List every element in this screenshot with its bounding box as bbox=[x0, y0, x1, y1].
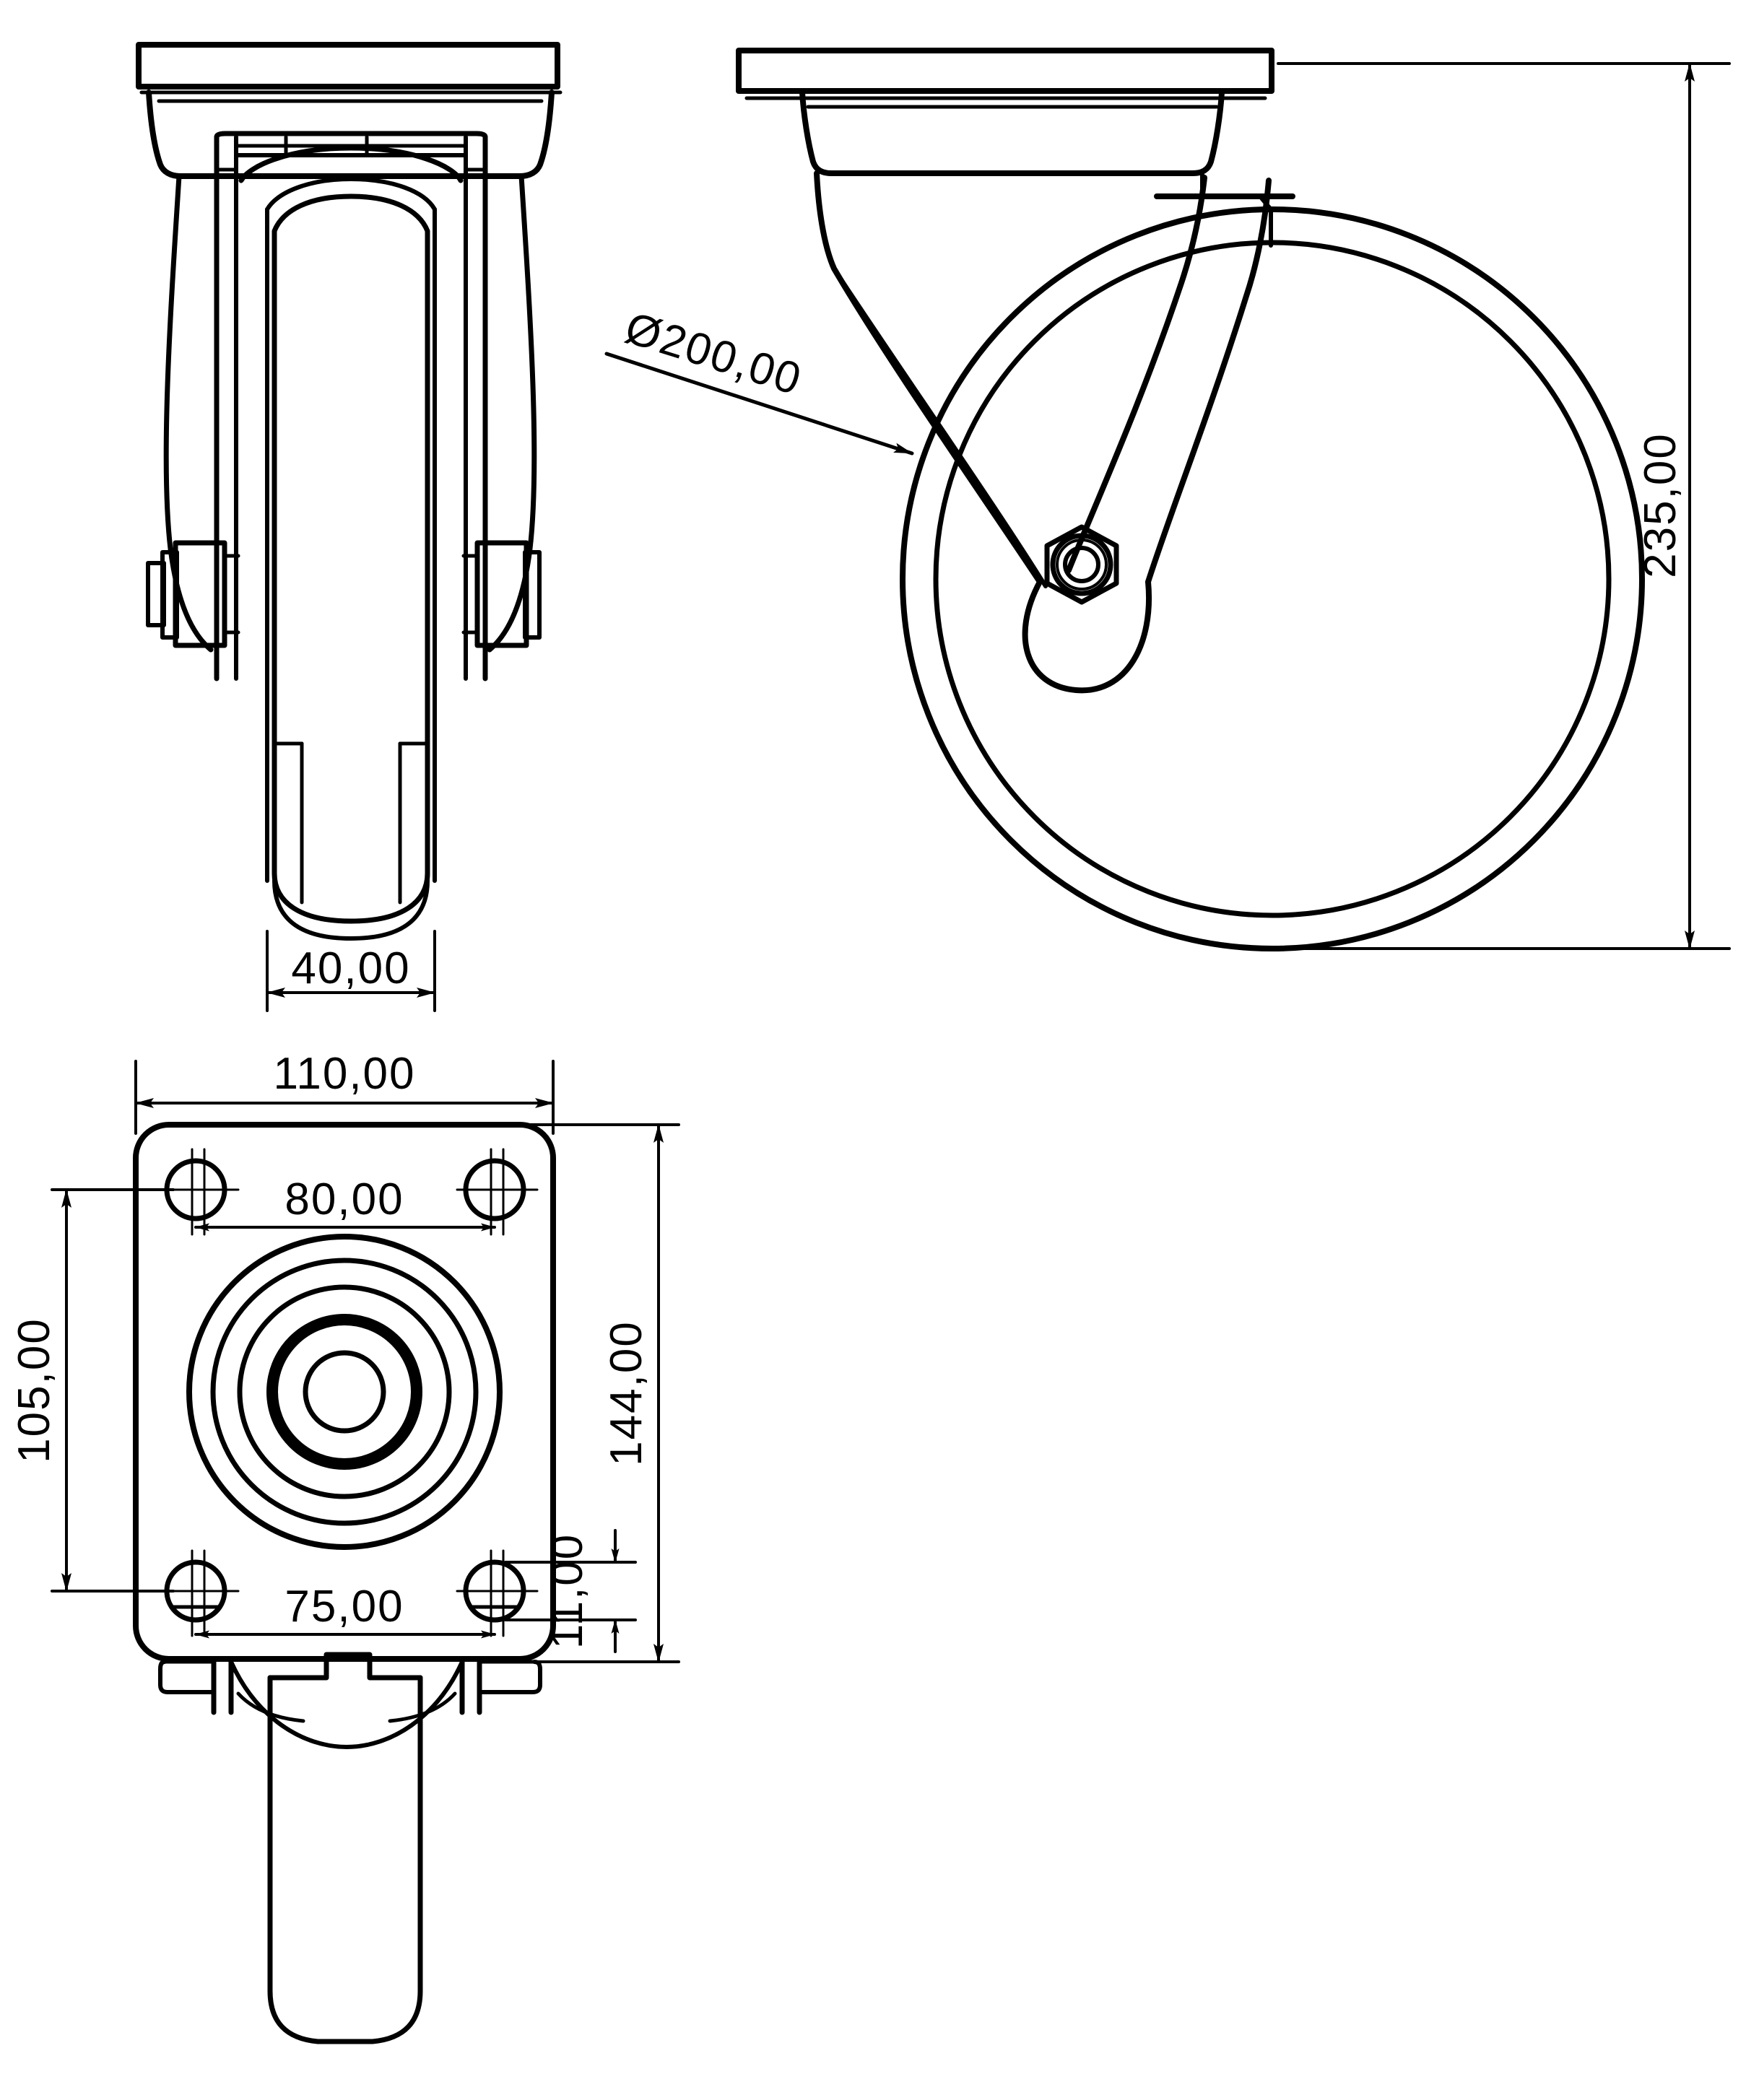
dimension-label-offset: 11,00 bbox=[542, 1533, 592, 1650]
dimension-label-bolt-spacing-upper: 80,00 bbox=[285, 1175, 404, 1224]
dimension-bolt-spacing-upper: 80,00 bbox=[194, 1175, 496, 1232]
front-swivel-housing bbox=[146, 90, 555, 179]
dimension-label-wheel-width: 40,00 bbox=[291, 944, 410, 993]
front-axle-nut-left bbox=[146, 540, 240, 648]
side-fork-arm-front bbox=[814, 170, 1048, 588]
side-wheel-outer bbox=[900, 206, 1645, 951]
front-fork-rails bbox=[214, 131, 488, 681]
bottom-mounting-hole-br bbox=[456, 1549, 539, 1637]
side-wheel-tread bbox=[933, 240, 1612, 918]
dimension-label-plate-height-left: 105,00 bbox=[9, 1317, 59, 1463]
bottom-mounting-hole-bl bbox=[157, 1549, 240, 1637]
dimension-bolt-spacing-lower: 75,00 bbox=[194, 1582, 496, 1639]
side-view: 235,00 Ø200,00 bbox=[604, 48, 1731, 951]
dimension-label-plate-width: 110,00 bbox=[273, 1049, 415, 1099]
front-mounting-plate bbox=[136, 42, 563, 95]
dimension-offset: 11,00 bbox=[504, 1529, 637, 1653]
side-swivel-housing bbox=[799, 90, 1225, 176]
side-fork-arm-rear bbox=[1022, 175, 1272, 694]
front-wheel bbox=[238, 145, 464, 941]
bottom-mounting-hole-tl bbox=[157, 1148, 240, 1236]
bottom-mounting-hole-tr bbox=[456, 1148, 539, 1236]
side-mounting-plate bbox=[736, 48, 1274, 100]
dimension-wheel-width: 40,00 bbox=[266, 930, 436, 1012]
dimension-label-plate-height-right: 144,00 bbox=[601, 1320, 651, 1466]
front-fork bbox=[163, 173, 537, 653]
bottom-swivel-raceway bbox=[186, 1234, 503, 1550]
dimension-label-bolt-spacing-lower: 75,00 bbox=[285, 1582, 404, 1631]
bottom-plate-outline bbox=[133, 1122, 556, 1662]
dimension-plate-width: 110,00 bbox=[134, 1049, 555, 1135]
bottom-view: 110,00 80,00 75,00 105,00 bbox=[9, 1049, 680, 2044]
dimension-plate-height-right: 144,00 bbox=[504, 1123, 680, 1663]
dimension-plate-height-left: 105,00 bbox=[9, 1188, 175, 1593]
front-view: 40,00 bbox=[136, 42, 563, 1012]
bottom-fork-and-wheel bbox=[158, 1652, 542, 2044]
dimension-overall-height: 235,00 bbox=[1277, 62, 1731, 950]
side-axle-hex-nut bbox=[1044, 524, 1119, 605]
dimension-label-overall-height: 235,00 bbox=[1636, 432, 1685, 578]
front-axle-nut-right bbox=[461, 540, 542, 648]
